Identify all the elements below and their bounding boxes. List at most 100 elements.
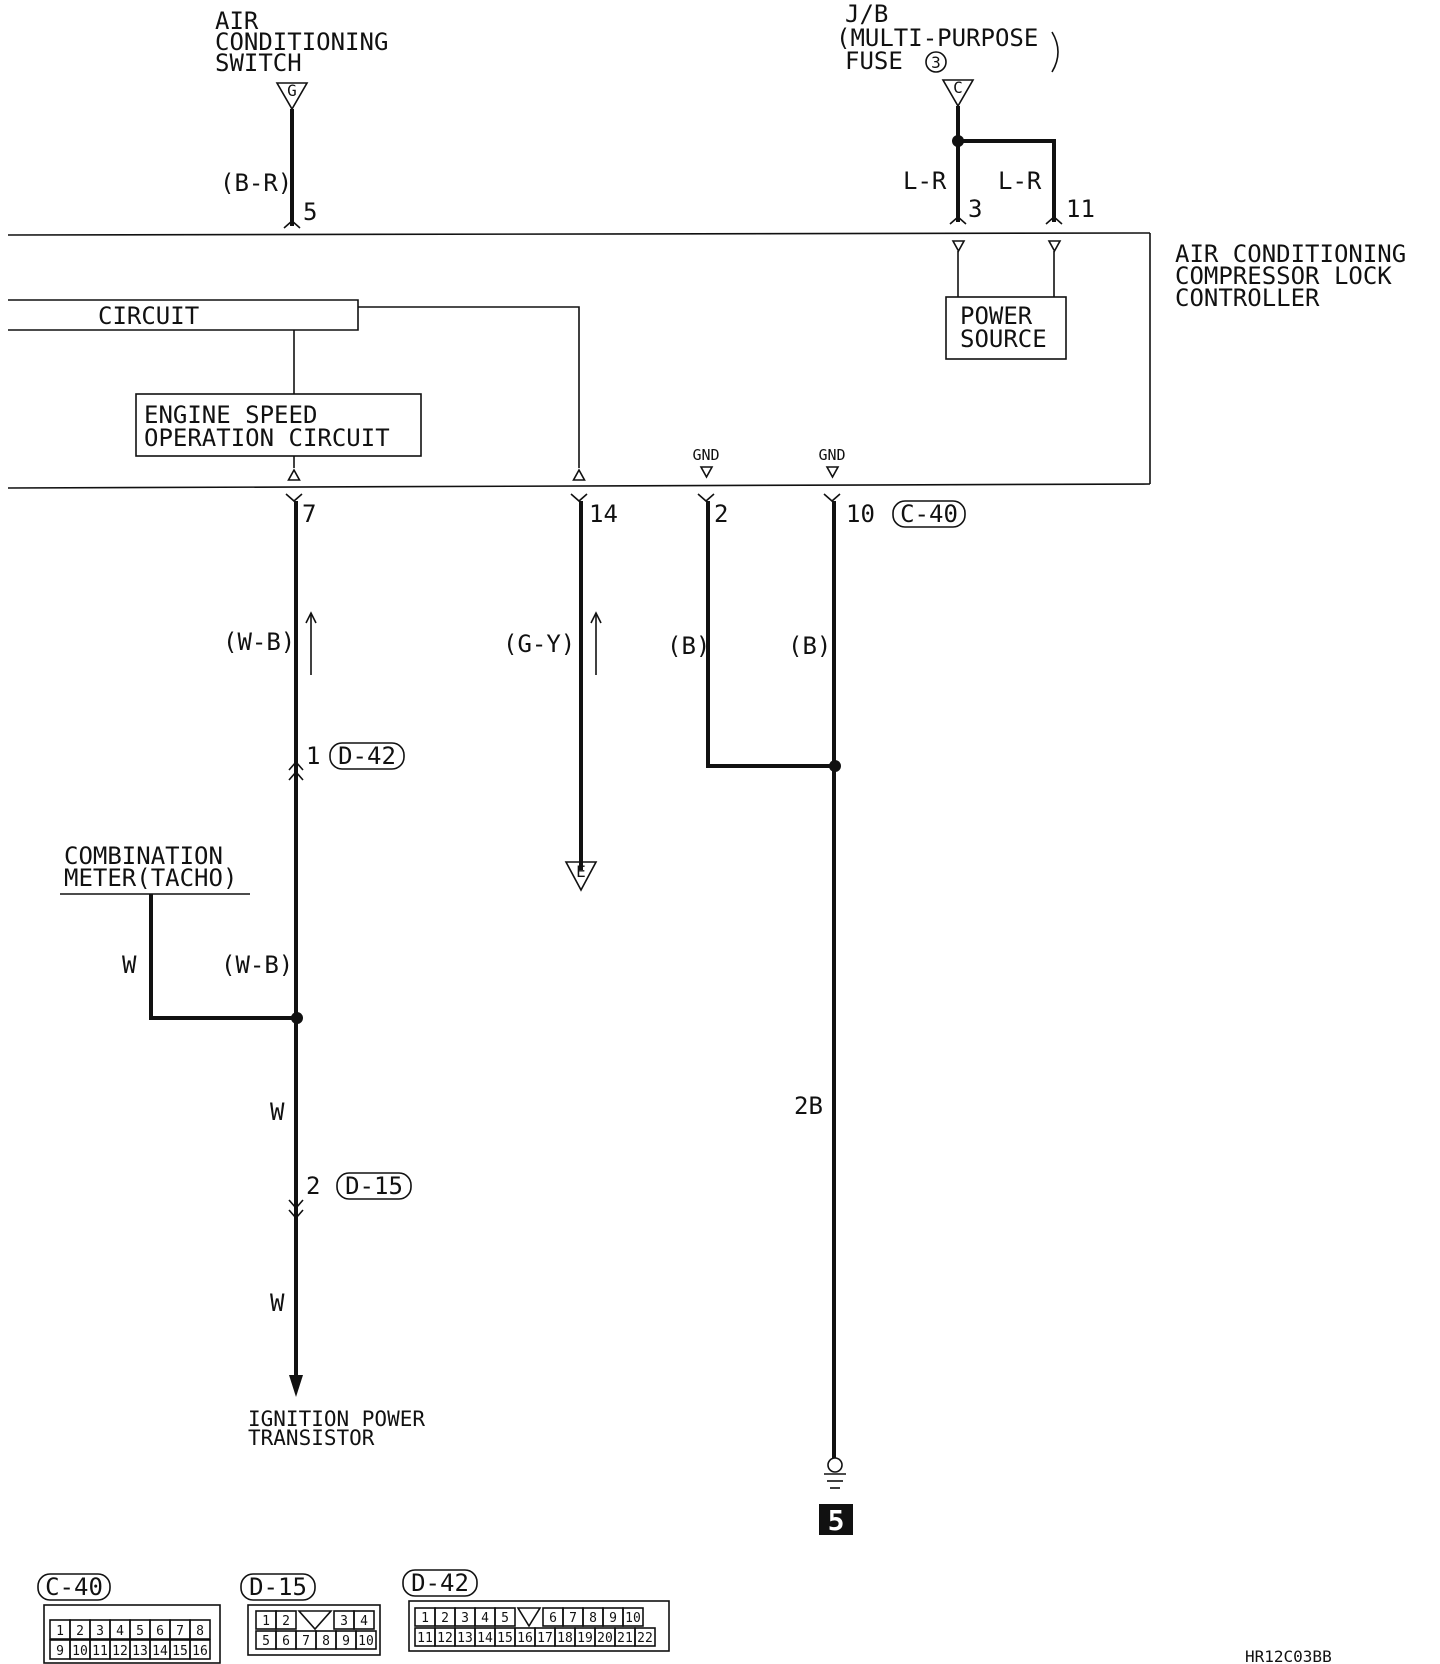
- connector-pin-number: 2: [441, 1611, 449, 1626]
- c40-face-label: C-40: [45, 1573, 103, 1601]
- connector-pin-number: 9: [609, 1611, 617, 1626]
- ac-switch-label-2: CONDITIONING: [215, 28, 388, 56]
- power-source-label-2: SOURCE: [960, 325, 1047, 353]
- connector-pin-number: 4: [116, 1624, 124, 1639]
- wire-w-b-2-label: (W-B): [221, 951, 293, 979]
- connector-pin-number: 17: [537, 1631, 553, 1646]
- ignition-arrow-icon: [289, 1375, 303, 1397]
- connector-pin-number: 2: [76, 1624, 84, 1639]
- connector-pin-number: 16: [517, 1631, 533, 1646]
- pin-2: 2: [714, 500, 728, 528]
- connector-pin-number: 5: [501, 1611, 509, 1626]
- connector-pin-number: 6: [282, 1634, 290, 1649]
- connector-key-icon: [297, 1610, 333, 1631]
- ac-switch-label-3: SWITCH: [215, 49, 302, 77]
- connector-pin-number: 3: [340, 1614, 348, 1629]
- connector-pin-number: 7: [302, 1634, 310, 1649]
- power-source-label-1: POWER: [960, 302, 1033, 330]
- connector-pin-number: 19: [577, 1631, 593, 1646]
- connector-pin-number: 15: [497, 1631, 513, 1646]
- combination-meter-label-1: COMBINATION: [64, 842, 223, 870]
- ignition-label-1: IGNITION POWER: [248, 1407, 425, 1431]
- d15-terminal-icon: [288, 1199, 304, 1210]
- pin-10: 10: [846, 500, 875, 528]
- wire-w-1-label: W: [270, 1098, 285, 1126]
- c40-face-badge: [37, 1573, 111, 1601]
- wire-w-b-1-label: (W-B): [223, 628, 295, 656]
- connector-pin-number: 6: [156, 1624, 164, 1639]
- gnd-label-2: GND: [818, 446, 845, 464]
- ac-switch-pin: G: [287, 81, 297, 100]
- connector-pin-number: 1: [421, 1611, 429, 1626]
- jb-pin: C: [953, 78, 963, 97]
- controller-label-1: AIR CONDITIONING: [1175, 240, 1406, 268]
- wire-b-r-label: (B-R): [220, 169, 292, 197]
- connector-cavity: [634, 1627, 656, 1647]
- d42-connector-label: D-42: [338, 742, 396, 770]
- ground-eyelet-icon: [827, 1457, 843, 1473]
- splice-meter-icon: [291, 1012, 303, 1024]
- circuit-box: [8, 299, 359, 331]
- d42-terminal-icon: [288, 760, 304, 771]
- wire-g-y-label: (G-Y): [503, 630, 575, 658]
- pin-11-internal-icon: [1047, 240, 1062, 253]
- connector-pin-number: 22: [637, 1631, 653, 1646]
- connector-pin-number: 3: [461, 1611, 469, 1626]
- connector-pin-number: 3: [96, 1624, 104, 1639]
- splice-ground-icon: [829, 760, 841, 772]
- power-source-box: [945, 296, 1067, 360]
- combination-meter-label-2: METER(TACHO): [64, 864, 237, 892]
- d15-pin: 2: [306, 1172, 320, 1200]
- connector-pin-number: 10: [358, 1634, 374, 1649]
- engine-speed-label-1: ENGINE SPEED: [144, 401, 317, 429]
- gnd-2-icon: [825, 466, 840, 479]
- connector-cavity: [355, 1630, 377, 1650]
- d15-connector-badge: [336, 1172, 412, 1200]
- pin-2-terminal-icon: [697, 493, 715, 503]
- signal-arrow-14-head-icon: [590, 611, 602, 624]
- wire-w-2-label: W: [270, 1289, 285, 1317]
- connector-pin-number: 11: [417, 1631, 433, 1646]
- pin-3-internal-icon: [951, 240, 966, 253]
- wire-l-r-2-label: L-R: [998, 167, 1042, 195]
- pin-7-terminal-icon: [285, 493, 303, 503]
- connector-pin-number: 16: [192, 1644, 208, 1659]
- c40-connector-badge: [892, 500, 966, 528]
- signal-arrow-7-head-icon: [305, 611, 317, 624]
- connector-cavity: [189, 1619, 211, 1640]
- pin-11-terminal-icon: [1045, 215, 1063, 225]
- d42-pin: 1: [306, 742, 320, 770]
- d15-terminal-2-icon: [288, 1209, 304, 1220]
- d42-face-outline: [408, 1600, 670, 1652]
- engine-speed-box: [135, 393, 422, 457]
- connector-pin-number: 8: [196, 1624, 204, 1639]
- ground-number-badge: [819, 1504, 853, 1535]
- controller-label-2: COMPRESSOR LOCK: [1175, 262, 1392, 290]
- connector-pin-number: 12: [112, 1644, 128, 1659]
- circuit-trace-14: [358, 306, 580, 468]
- jb-bracket-icon: [1051, 31, 1059, 73]
- connector-pin-number: 8: [322, 1634, 330, 1649]
- connector-pin-number: 15: [172, 1644, 188, 1659]
- connector-pin-number: 12: [437, 1631, 453, 1646]
- controller-box: [7, 232, 1151, 489]
- pin-3-terminal-icon: [949, 215, 967, 225]
- fuse-number: 3: [931, 53, 941, 72]
- circuit-box-label: CIRCUIT: [98, 302, 199, 330]
- connector-pin-number: 21: [617, 1631, 633, 1646]
- ground-number: 5: [828, 1504, 845, 1537]
- c40-connector-label: C-40: [900, 500, 958, 528]
- controller-top-edge: [7, 232, 1151, 236]
- connector-pin-number: 2: [282, 1614, 290, 1629]
- pin-5: 5: [303, 198, 317, 226]
- d42-face-badge: [402, 1569, 478, 1597]
- ignition-label-2: TRANSISTOR: [248, 1426, 375, 1450]
- gnd-label-1: GND: [692, 446, 719, 464]
- d15-connector-label: D-15: [345, 1172, 403, 1200]
- connector-pin-number: 6: [549, 1611, 557, 1626]
- pin-5-terminal-icon: [283, 219, 301, 229]
- gnd-1-icon: [699, 466, 714, 479]
